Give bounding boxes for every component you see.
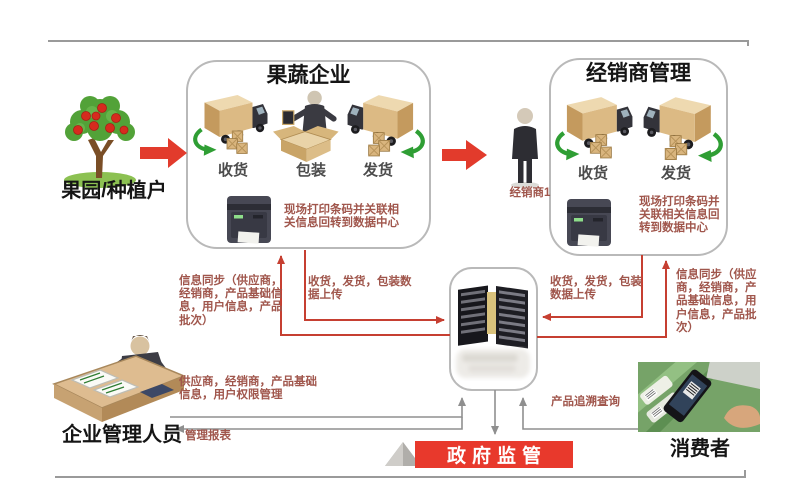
edge-upload-left: 收货，发货，包装数据上传 [308,276,412,302]
person-icon [511,108,539,188]
enterprise-step-pack: 包装 [295,162,326,179]
panel-border [48,40,749,478]
edge-trace-query: 产品追溯查询 [551,396,620,408]
barcode-printer-icon [227,196,271,244]
consumer-label: 消费者 [670,438,730,460]
red-connector-lines [277,250,670,338]
distributor-person-label: 经销商1 [509,187,551,199]
distributor-title: 经销商管理 [586,62,691,85]
mountain-triangle-icon [385,442,421,466]
distributor-step-receive: 收货 [577,165,608,182]
edge-admin-upload: 供应商，经销商，产品基础信息，用户权限管理 [179,376,317,402]
phone-scan-photo [638,362,760,432]
distributor-step-ship: 发货 [660,165,691,182]
barcode-printer-icon [567,199,611,247]
enterprise-step-ship: 发货 [362,162,393,179]
package-packing-icon [273,90,339,162]
server-rack-icon [458,285,528,349]
enterprise-printer-note: 现场打印条码并关联相关信息回转到数据中心 [284,204,399,230]
flow-arrow-icon [140,138,187,168]
edge-report: 管理报表 [185,430,231,442]
censored-label [456,349,530,378]
edge-upload-right: 收货，发货，包装数据上传 [550,276,642,302]
enterprise-title: 果蔬企业 [266,64,351,87]
distributor-printer-note: 现场打印条码并关联相关信息回转到数据中心 [639,196,720,235]
office-desk-icon [52,334,187,422]
edge-sync-right: 信息同步（供应商，经销商，产品基础信息，用户信息，产品批次） [676,269,757,334]
admin-label: 企业管理人员 [62,424,182,446]
edge-sync-left: 信息同步（供应商，经销商，产品基础信息，用户信息，产品批次） [179,275,283,327]
apple-tree-icon [64,96,136,188]
orchard-label: 果园/种植户 [61,180,167,202]
government-banner: 政府监管 [415,441,573,468]
enterprise-step-receive: 收货 [217,162,248,179]
flow-arrow-icon [442,140,487,170]
gray-connector-lines [170,390,640,435]
